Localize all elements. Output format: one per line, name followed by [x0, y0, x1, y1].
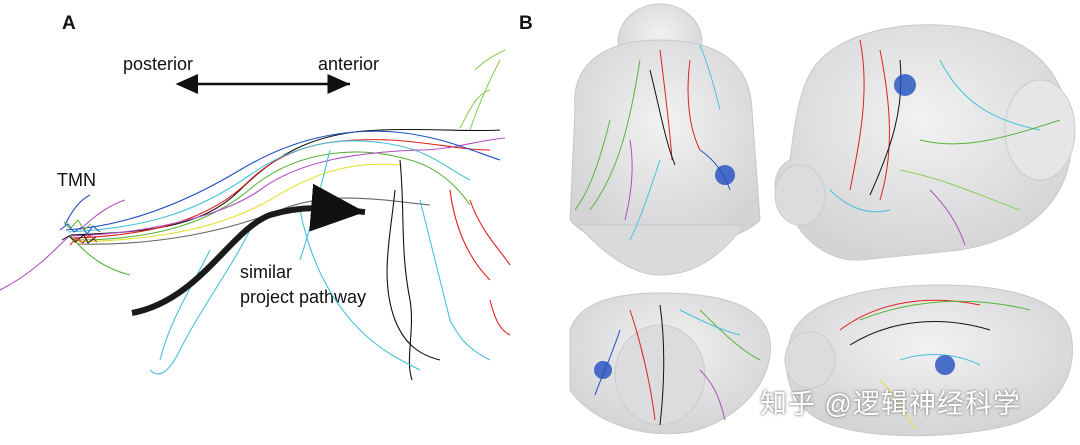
watermark-text: 知乎 @逻辑神经科学	[760, 389, 1021, 419]
pathway-label-line2: project pathway	[240, 287, 367, 307]
anterior-label: anterior	[318, 54, 380, 74]
brain-oblique-view	[774, 24, 1076, 261]
panel-a-label: A	[62, 13, 76, 34]
tmn-label: TMN	[57, 170, 96, 190]
panel-b-label: B	[519, 13, 533, 34]
brain-dorsal-view	[569, 3, 761, 276]
panel-a-tracing	[0, 49, 511, 381]
posterior-label: posterior	[123, 54, 194, 74]
pathway-label-line1: similar	[240, 262, 292, 282]
brain-frontal-view	[569, 292, 771, 435]
pathway-arrow	[131, 183, 366, 316]
tmn-cluster	[59, 219, 101, 246]
axon-bundle	[0, 49, 511, 381]
brain-lateral-view	[784, 284, 1073, 437]
